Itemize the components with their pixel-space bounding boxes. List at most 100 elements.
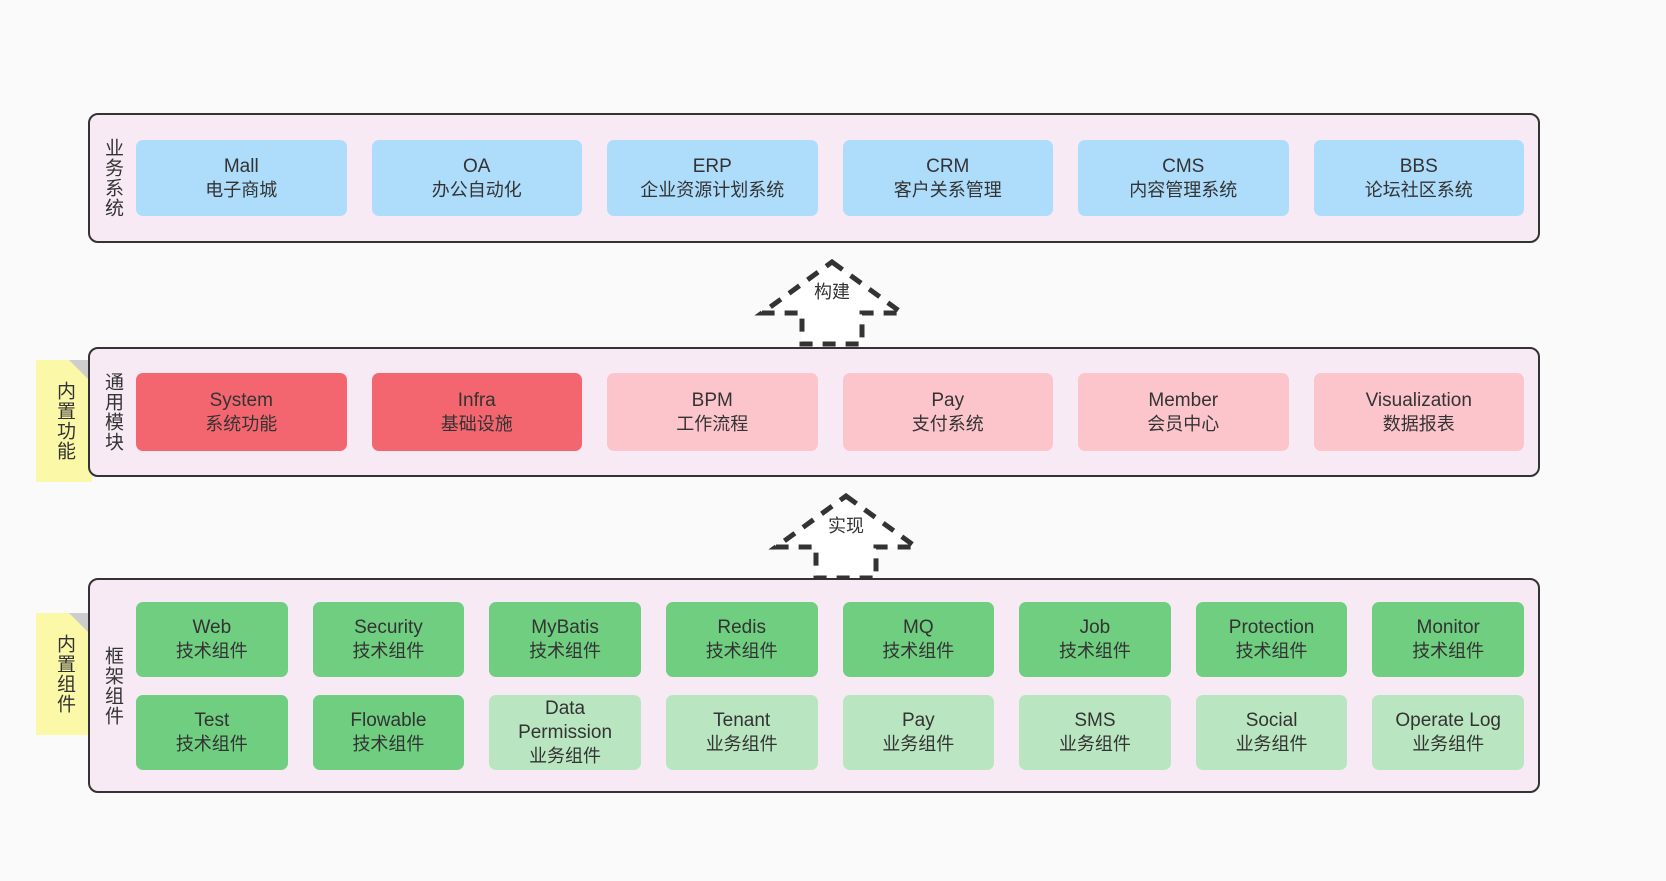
card-title-cn: 系统功能 xyxy=(205,413,278,434)
card-security[interactable]: Security 技术组件 xyxy=(312,601,465,677)
card-title-cn: 支付系统 xyxy=(911,413,984,434)
card-social[interactable]: Social 业务组件 xyxy=(1195,694,1348,770)
note-builtin-functions-label: 内置功能 xyxy=(54,381,76,461)
card-title-en: Operate Log xyxy=(1395,709,1501,731)
layer-business-systems-title: 业务系统 xyxy=(102,138,124,218)
card-member[interactable]: Member 会员中心 xyxy=(1078,373,1289,451)
layer-common-modules-body: System 系统功能 Infra 基础设施 BPM 工作流程 Pay 支付系统… xyxy=(134,349,1538,475)
card-row: Web 技术组件 Security 技术组件 MyBatis 技术组件 Redi… xyxy=(136,601,1524,677)
card-job[interactable]: Job 技术组件 xyxy=(1019,601,1171,677)
card-title-en: ERP xyxy=(692,155,732,177)
card-title-cn: 论坛社区系统 xyxy=(1364,179,1473,200)
card-title-en: Protection xyxy=(1228,616,1315,638)
card-title-en: Pay xyxy=(901,709,935,731)
card-bpm[interactable]: BPM 工作流程 xyxy=(607,373,818,451)
card-title-cn: 业务组件 xyxy=(882,733,955,754)
card-row: Test 技术组件 Flowable 技术组件 Data Permission … xyxy=(136,694,1524,770)
card-monitor[interactable]: Monitor 技术组件 xyxy=(1372,601,1524,677)
card-title-en: Security xyxy=(354,616,423,638)
card-pay-module[interactable]: Pay 支付系统 xyxy=(842,373,1053,451)
card-title-en: MyBatis xyxy=(531,616,599,638)
card-title-en: Redis xyxy=(717,616,766,638)
card-title-cn: 客户关系管理 xyxy=(893,179,1002,200)
card-title-en: SMS xyxy=(1074,709,1116,731)
hollow-arrow-up-icon xyxy=(754,258,910,347)
card-title-cn: 技术组件 xyxy=(352,733,425,754)
card-cms[interactable]: CMS 内容管理系统 xyxy=(1078,140,1289,216)
card-title-cn: 业务组件 xyxy=(529,745,602,766)
card-title-en: BPM xyxy=(691,389,733,411)
card-title-en: Data Permission xyxy=(518,698,613,743)
card-flowable[interactable]: Flowable 技术组件 xyxy=(312,694,465,770)
connector-build-label: 构建 xyxy=(814,282,850,302)
card-title-cn: 技术组件 xyxy=(529,640,602,661)
card-sms[interactable]: SMS 业务组件 xyxy=(1019,694,1171,770)
card-mall[interactable]: Mall 电子商城 xyxy=(136,140,347,216)
card-title-en: System xyxy=(209,389,273,411)
note-builtin-components-label: 内置组件 xyxy=(54,634,76,714)
card-title-cn: 业务组件 xyxy=(1235,733,1308,754)
card-pay-component[interactable]: Pay 业务组件 xyxy=(842,694,995,770)
card-title-cn: 业务组件 xyxy=(1412,733,1485,754)
card-protection[interactable]: Protection 技术组件 xyxy=(1195,601,1348,677)
card-title-en: Test xyxy=(194,709,230,731)
card-crm[interactable]: CRM 客户关系管理 xyxy=(842,140,1053,216)
card-title-cn: 技术组件 xyxy=(1058,640,1131,661)
card-title-en: Visualization xyxy=(1365,389,1472,411)
card-title-cn: 业务组件 xyxy=(705,733,778,754)
card-title-cn: 技术组件 xyxy=(352,640,425,661)
layer-framework-components[interactable]: 框架组件 Web 技术组件 Security 技术组件 MyBatis 技术组件… xyxy=(88,578,1540,793)
card-title-cn: 业务组件 xyxy=(1058,733,1131,754)
card-row: Mall 电子商城 OA 办公自动化 ERP 企业资源计划系统 CRM 客户关系… xyxy=(136,140,1524,216)
card-title-cn: 技术组件 xyxy=(882,640,955,661)
layer-framework-components-body: Web 技术组件 Security 技术组件 MyBatis 技术组件 Redi… xyxy=(134,580,1538,791)
layer-business-systems-body: Mall 电子商城 OA 办公自动化 ERP 企业资源计划系统 CRM 客户关系… xyxy=(134,115,1538,241)
note-builtin-functions[interactable]: 内置功能 xyxy=(36,360,92,482)
card-test[interactable]: Test 技术组件 xyxy=(136,694,288,770)
card-redis[interactable]: Redis 技术组件 xyxy=(665,601,818,677)
card-title-cn: 数据报表 xyxy=(1382,413,1455,434)
card-title-cn: 内容管理系统 xyxy=(1129,179,1238,200)
card-web[interactable]: Web 技术组件 xyxy=(136,601,288,677)
card-visualization[interactable]: Visualization 数据报表 xyxy=(1313,373,1524,451)
card-oa[interactable]: OA 办公自动化 xyxy=(371,140,582,216)
card-erp[interactable]: ERP 企业资源计划系统 xyxy=(607,140,818,216)
card-row: System 系统功能 Infra 基础设施 BPM 工作流程 Pay 支付系统… xyxy=(136,373,1524,451)
card-title-en: Member xyxy=(1148,389,1219,411)
layer-common-modules[interactable]: 通用模块 System 系统功能 Infra 基础设施 BPM 工作流程 Pay… xyxy=(88,347,1540,477)
card-title-cn: 基础设施 xyxy=(440,413,513,434)
card-title-cn: 技术组件 xyxy=(705,640,778,661)
card-title-en: CMS xyxy=(1162,155,1205,177)
card-title-en: Job xyxy=(1079,616,1111,638)
layer-common-modules-title: 通用模块 xyxy=(102,372,124,452)
card-bbs[interactable]: BBS 论坛社区系统 xyxy=(1313,140,1524,216)
card-title-en: CRM xyxy=(926,155,970,177)
card-title-cn: 工作流程 xyxy=(676,413,749,434)
card-title-cn: 技术组件 xyxy=(175,733,248,754)
card-title-en: Web xyxy=(192,616,232,638)
card-title-en: Flowable xyxy=(350,709,427,731)
card-operate-log[interactable]: Operate Log 业务组件 xyxy=(1372,694,1524,770)
connector-implement-label: 实现 xyxy=(828,516,864,536)
card-title-en: BBS xyxy=(1399,155,1438,177)
layer-framework-components-title: 框架组件 xyxy=(102,645,124,726)
card-title-en: Pay xyxy=(931,389,965,411)
card-system[interactable]: System 系统功能 xyxy=(136,373,347,451)
note-fold-corner-icon xyxy=(69,360,92,383)
card-infra[interactable]: Infra 基础设施 xyxy=(371,373,582,451)
card-title-en: OA xyxy=(463,155,491,177)
card-title-en: Mall xyxy=(223,155,259,177)
card-tenant[interactable]: Tenant 业务组件 xyxy=(665,694,818,770)
card-mq[interactable]: MQ 技术组件 xyxy=(842,601,995,677)
card-title-en: Tenant xyxy=(713,709,771,731)
card-title-en: Social xyxy=(1245,709,1298,731)
note-builtin-components[interactable]: 内置组件 xyxy=(36,613,92,735)
card-data-permission[interactable]: Data Permission 业务组件 xyxy=(489,694,641,770)
card-mybatis[interactable]: MyBatis 技术组件 xyxy=(489,601,641,677)
layer-business-systems[interactable]: 业务系统 Mall 电子商城 OA 办公自动化 ERP 企业资源计划系统 CRM… xyxy=(88,113,1540,243)
card-title-en: MQ xyxy=(903,616,934,638)
card-title-cn: 办公自动化 xyxy=(431,179,522,200)
connector-build: 构建 xyxy=(754,258,910,348)
card-title-en: Infra xyxy=(457,389,496,411)
